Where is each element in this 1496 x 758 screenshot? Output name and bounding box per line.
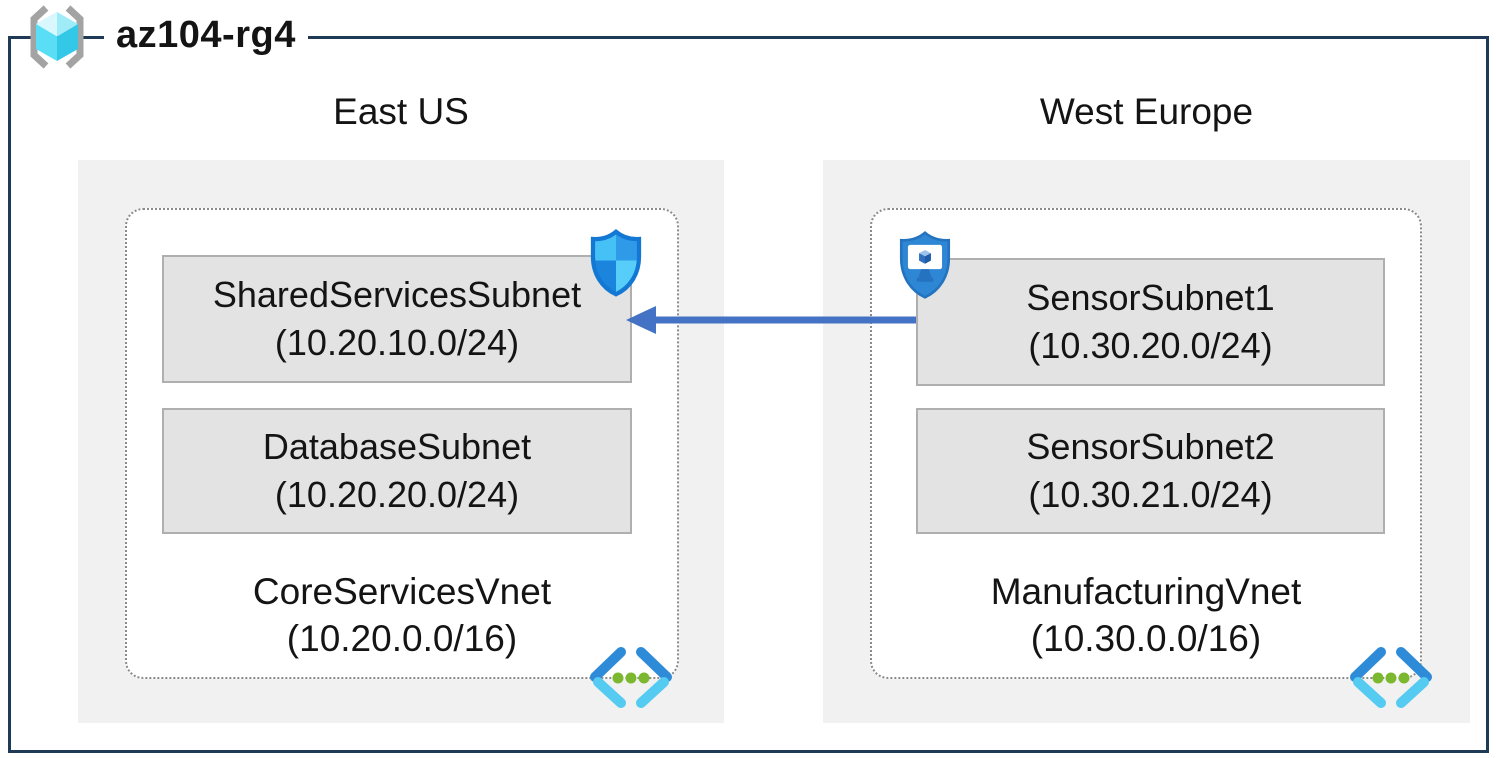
- virtual-network-icon: [1350, 647, 1432, 708]
- resource-group-icon: [30, 5, 84, 69]
- subnet-box-sharedservicessubnet: SharedServicesSubnet (10.20.10.0/24): [162, 255, 632, 383]
- region-title-east-us: East US: [333, 91, 469, 132]
- subnet-cidr: (10.20.20.0/24): [274, 474, 520, 515]
- subnet-name: SensorSubnet1: [1026, 277, 1275, 318]
- cube-icon: [919, 250, 931, 257]
- vnet-label-manufacturingvnet: ManufacturingVnet (10.30.0.0/16): [870, 568, 1422, 662]
- subnet-name: SensorSubnet2: [1026, 426, 1275, 467]
- subnet-box-sensorsubnet1: SensorSubnet1 (10.30.20.0/24): [916, 258, 1385, 386]
- virtual-network-icon: [590, 647, 672, 708]
- subnet-cidr: (10.20.10.0/24): [274, 322, 520, 363]
- subnet-cidr: (10.30.20.0/24): [1028, 325, 1273, 366]
- subnet-box-sensorsubnet2: SensorSubnet2 (10.30.21.0/24): [916, 408, 1385, 534]
- vnet-label-coreservicesvnet: CoreServicesVnet (10.20.0.0/16): [125, 568, 679, 662]
- application-security-group-shield-icon: [899, 231, 951, 299]
- subnet-name: SharedServicesSubnet: [212, 274, 582, 315]
- resource-group-title: az104-rg4: [104, 10, 308, 60]
- vnet-name: CoreServicesVnet: [252, 571, 552, 612]
- region-title-west-europe: West Europe: [1039, 91, 1254, 132]
- subnet-cidr: (10.30.21.0/24): [1028, 474, 1273, 515]
- monitor-stand: [918, 269, 932, 278]
- network-security-group-shield-icon: [590, 228, 642, 297]
- subnet-name: DatabaseSubnet: [262, 426, 532, 467]
- subnet-box-databasesubnet: DatabaseSubnet (10.20.20.0/24): [162, 408, 632, 534]
- vnet-cidr: (10.30.0.0/16): [1030, 618, 1262, 659]
- vnet-name: ManufacturingVnet: [990, 571, 1302, 612]
- resource-group-frame: [8, 36, 1489, 753]
- peering-arrow: [626, 306, 916, 334]
- vnet-cidr: (10.20.0.0/16): [286, 618, 518, 659]
